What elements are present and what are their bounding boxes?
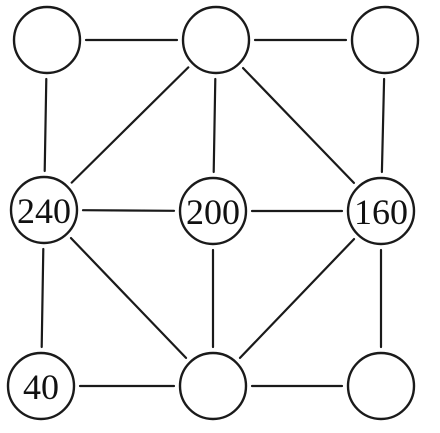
edge-top-middle-to-middle-right — [242, 66, 355, 184]
edge-middle-left-to-bottom-middle — [69, 237, 188, 359]
node-circle-bottom-left — [6, 351, 76, 421]
node-bottom-middle — [178, 351, 248, 421]
edge-top-left-to-middle-left — [43, 77, 48, 173]
edges-layer — [40, 38, 386, 388]
edge-top-right-to-middle-right — [380, 77, 386, 174]
node-label-middle-right: 160 — [354, 192, 408, 232]
node-circle-bottom-right — [346, 351, 416, 421]
node-center: 200 — [178, 176, 248, 246]
node-bottom-left: 40 — [6, 351, 76, 421]
nodes-layer: 240 200 160 40 — [6, 5, 420, 421]
node-bottom-right — [346, 351, 416, 421]
node-circle-bottom-middle — [178, 351, 248, 421]
node-top-right — [350, 5, 420, 75]
node-circle-top-left — [12, 5, 82, 75]
edge-middle-left-to-bottom-left — [40, 247, 45, 349]
edge-middle-right-to-bottom-middle — [238, 238, 356, 359]
node-circle-top-right — [350, 5, 420, 75]
node-middle-left: 240 — [9, 175, 79, 245]
node-middle-right: 160 — [346, 176, 416, 246]
node-circle-middle-left — [9, 175, 79, 245]
node-label-bottom-left: 40 — [23, 367, 59, 407]
node-circle-center — [178, 176, 248, 246]
node-circle-top-middle — [181, 5, 251, 75]
edge-middle-left-to-center — [81, 209, 176, 212]
node-label-middle-left: 240 — [17, 191, 71, 231]
node-top-left — [12, 5, 82, 75]
node-circle-middle-right — [346, 176, 416, 246]
edge-top-middle-to-middle-left — [70, 66, 190, 184]
edge-top-middle-to-center — [212, 77, 217, 174]
node-label-center: 200 — [186, 192, 240, 232]
node-top-middle — [181, 5, 251, 75]
